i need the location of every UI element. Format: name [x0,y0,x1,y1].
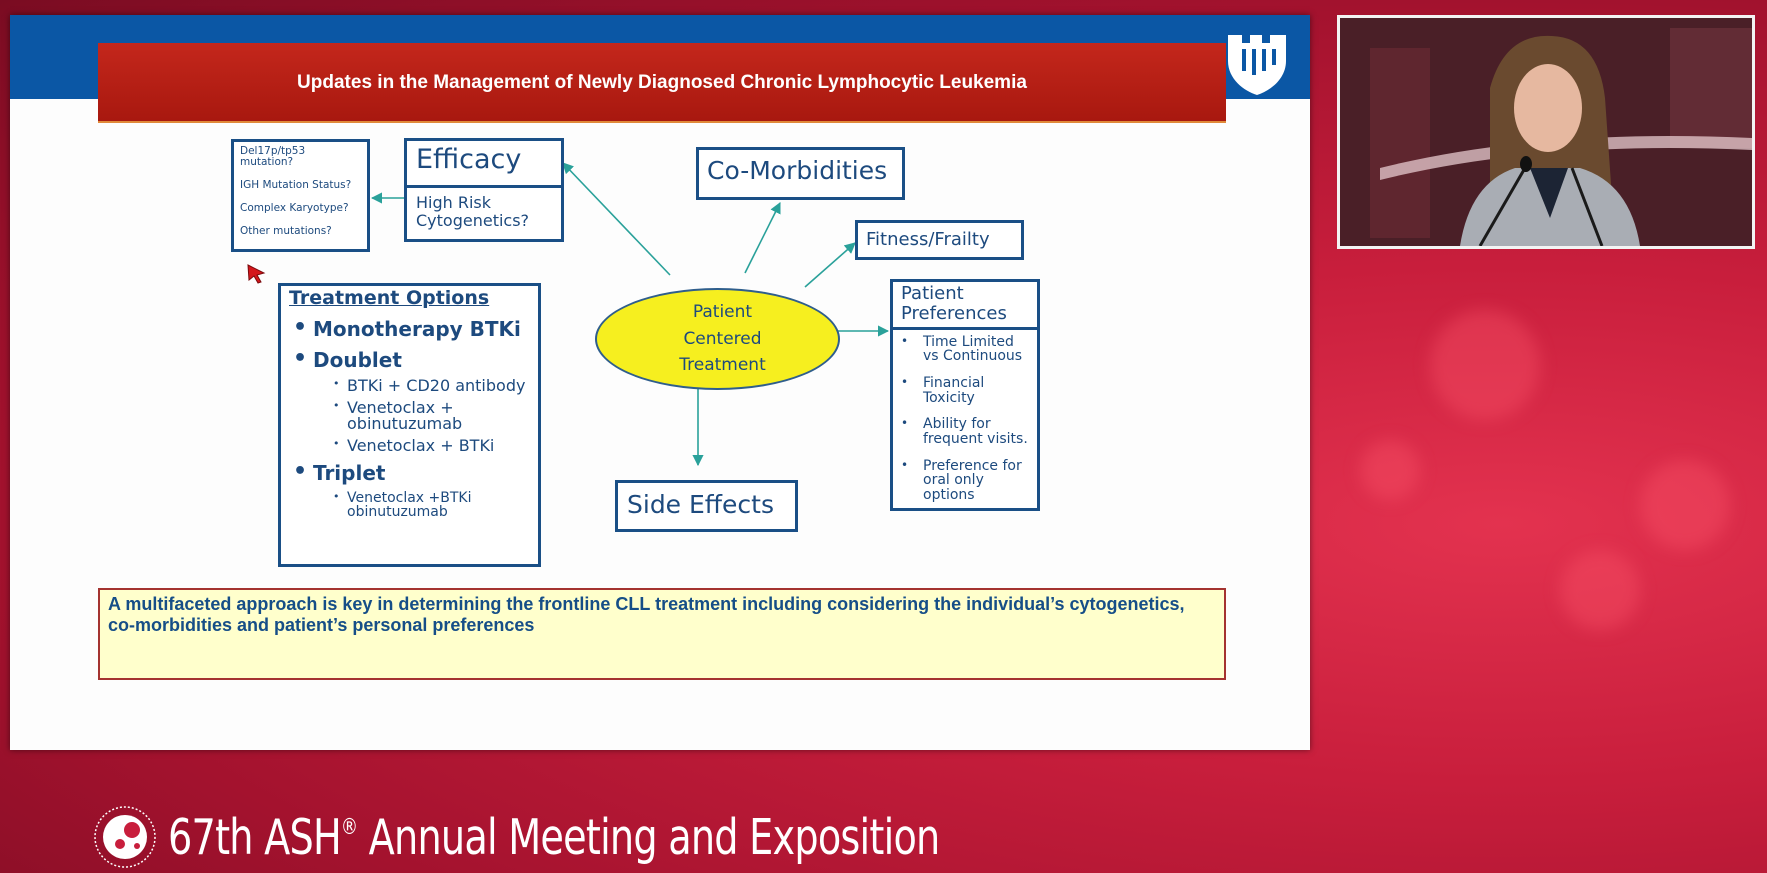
preferences-list: Time Limited vs Continuous Financial Tox… [893,330,1037,503]
presenter-figure-icon [1340,18,1752,246]
meeting-ordinal: 67th ASH [168,808,342,866]
side-effects-box: Side Effects [615,480,798,532]
list-item: Venetoclax + obinutuzumab [287,400,532,432]
slide-title: Updates in the Management of Newly Diagn… [98,43,1226,123]
preferences-title: Patient Preferences [893,282,1037,330]
meeting-title: 67th ASH® Annual Meeting and Exposition [168,808,941,866]
conference-footer: 67th ASH® Annual Meeting and Exposition [92,805,1157,869]
arrow-to-fitness [804,242,856,288]
center-line: Patient [692,302,753,323]
mutation-item: Other mutations? [240,225,332,238]
center-line: Treatment [679,355,766,376]
list-item: Time Limited vs Continuous [899,334,1033,364]
treatment-triplet: Triplet [287,459,532,485]
list-item: Preference for oral only options [899,458,1033,503]
meeting-name: Annual Meeting and Exposition [357,808,941,866]
patient-centered-treatment-node: Patient Centered Treatment [595,288,840,390]
efficacy-box: Efficacy [404,138,564,188]
speaker-video-feed [1337,15,1755,249]
treatment-title: Treatment Options [289,287,490,309]
mutations-box: Del17p/tp53 mutation? IGH Mutation Statu… [231,139,370,252]
bokeh-light [1430,310,1540,420]
bokeh-light [1360,440,1420,500]
list-item: BTKi + CD20 antibody [287,378,532,394]
treatment-options-box: Treatment Options Monotherapy BTKi Doubl… [278,283,541,567]
bokeh-light [1640,460,1730,550]
treatment-monotherapy: Monotherapy BTKi [287,315,532,341]
duke-shield-icon [1228,35,1286,95]
treatment-doublet: Doublet [287,346,532,372]
summary-callout: A multifaceted approach is key in determ… [98,588,1226,680]
arrow-to-efficacy [562,162,671,276]
mutation-item: Complex Karyotype? [240,202,349,215]
bokeh-light [1560,550,1640,630]
efficacy-subbox: High Risk Cytogenetics? [404,185,564,242]
comorbidities-box: Co-Morbidities [696,147,905,200]
diagram-connectors [370,162,890,467]
list-item: Venetoclax + BTKi [287,438,532,454]
fitness-box: Fitness/Frailty [855,220,1024,260]
mutation-item: Del17p/tp53 mutation? [240,145,306,169]
preferences-box: Patient Preferences Time Limited vs Cont… [890,279,1040,511]
list-item: Venetoclax +BTKi obinutuzumab [287,491,532,519]
center-line: Centered [683,328,762,349]
registered-mark: ® [340,814,358,840]
arrow-to-comorbidities [744,201,781,274]
list-item: Financial Toxicity [899,376,1033,406]
ash-society-logo-icon [94,806,156,868]
pointer-cursor-icon [247,264,266,284]
mutation-item: IGH Mutation Status? [240,179,352,192]
presentation-slide: Updates in the Management of Newly Diagn… [10,15,1310,750]
list-item: Ability for frequent visits. [899,417,1033,447]
